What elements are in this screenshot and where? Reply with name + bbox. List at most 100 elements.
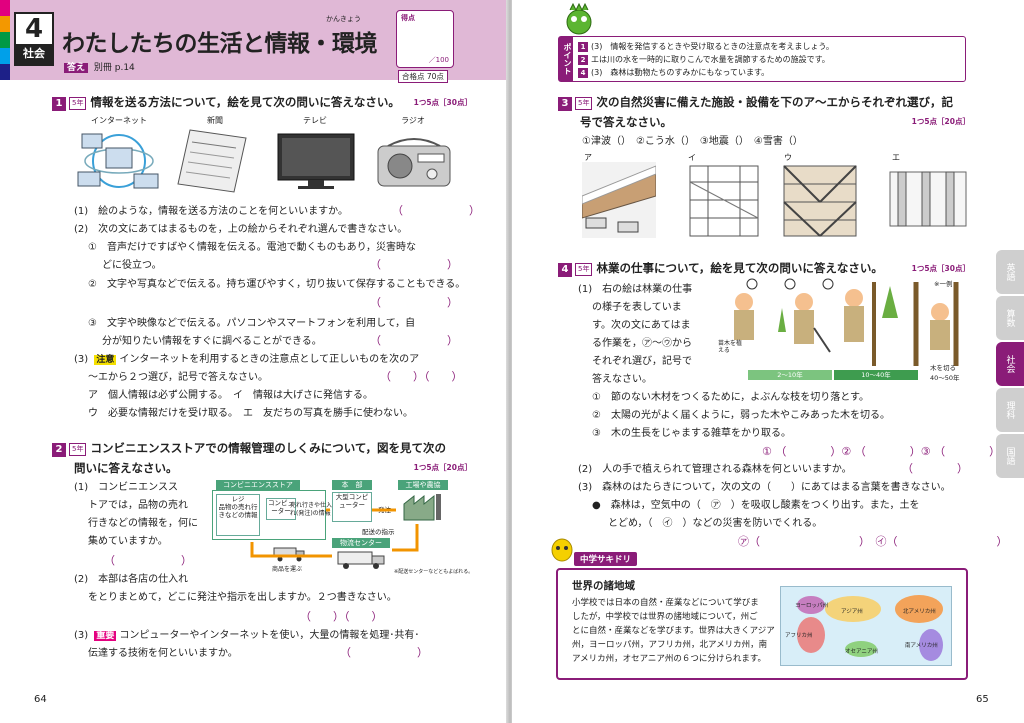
tab-science[interactable]: 理科 <box>996 388 1024 432</box>
point-item-1: 1(3) 情報を発信するときや受け取るときの注意点を考えましょう。 <box>578 40 834 53</box>
caption-internet: インターネット <box>91 116 147 125</box>
title-ruby: かんきょう <box>326 15 361 23</box>
q2-1-answer[interactable]: （ ） <box>104 554 192 567</box>
q1-line-7: 分が知りたい情報をすぐに調べることができる。 <box>102 336 322 347</box>
q4-number: 4 <box>558 263 572 277</box>
q4-line-11: (3) 森林のはたらきについて，次の文の（ ）にあてはまる言葉を書きなさい。 <box>578 482 951 493</box>
factory-icon <box>403 494 441 521</box>
factory-head: 工場や農協 <box>398 480 448 490</box>
q3-label-e: エ <box>892 153 900 162</box>
q2-title: コンビニエンスストアでの情報管理のしくみについて，図を見て次の <box>90 441 447 455</box>
answer-page: 別冊 p.14 <box>93 63 135 73</box>
q1-line-9: 〜エから２つ選び，記号で答えなさい。 <box>88 372 268 383</box>
q2-3-answer[interactable]: （ ） <box>340 646 428 659</box>
store-frame <box>212 490 326 540</box>
q2-3-text: コンピューターやインターネットを使い，大量の情報を処理･共有･ <box>119 630 420 641</box>
q1-2-3-answer[interactable]: （ ） <box>370 334 458 347</box>
tab-social[interactable]: 社会 <box>996 342 1024 386</box>
tab-japanese[interactable]: 国語 <box>996 434 1024 478</box>
point-num-2: 2 <box>578 55 588 65</box>
q1-grade: 5年 <box>69 97 87 110</box>
tab-math[interactable]: 算数 <box>996 296 1024 340</box>
flow-diagram: コンビニエンスストア レジ 品物の売れ行きなどの情報 コンピューター 売れ行きや… <box>212 480 473 580</box>
unit-badge: 4 社会 <box>14 12 54 66</box>
q2-grade: 5年 <box>69 443 87 456</box>
q1-number: 1 <box>52 97 66 111</box>
years-bar-1: 2〜10年 <box>748 370 832 380</box>
score-label: 得点 <box>401 14 415 22</box>
q4-3-answers[interactable]: ㋐（ ） ㋑（ ） <box>738 535 1008 548</box>
q2-line-6: をとりまとめて，どこに発注や指示を出しますか。２つ書きなさい。 <box>88 592 397 603</box>
q3-label-u: ウ <box>784 153 792 162</box>
center-note: ※配送センターなどともよばれる。 <box>394 569 474 575</box>
left-page: 4 社会 かんきょう わたしたちの生活と情報・環境 答え 別冊 p.14 得点 … <box>0 0 508 723</box>
q1-line-1: (1) 絵のような，情報を送る方法のことを何といいますか。 <box>74 206 348 217</box>
caption-radio: ラジオ <box>401 116 425 125</box>
example-note: ※一例 <box>934 280 953 288</box>
q4-line-7: ① 節のない木材をつくるために，よぶんな枝を切り落とす。 <box>592 392 869 403</box>
q1-3-answer[interactable]: （ ）（ ） <box>380 370 463 383</box>
q3-items: ①津波（） ②こう水（） ③地震（） ④雪害（） <box>582 134 803 150</box>
point-sub-1: (3) <box>591 42 603 51</box>
q2-line-4: 集めていますか。 <box>88 536 168 547</box>
column-text-line-4: 州，ヨーロッパ州，アフリカ州，北アメリカ州，南 <box>572 640 768 650</box>
q2-line-8: 伝達する技術を何といいますか。 <box>88 648 238 659</box>
q3-number: 3 <box>558 97 572 111</box>
caption-newspaper: 新聞 <box>207 116 223 125</box>
q4-title: 林業の仕事について，絵を見て次の問いに答えなさい。 <box>596 261 883 275</box>
score-total: ／100 <box>428 56 449 64</box>
world-map-shapes <box>797 595 943 661</box>
q2-points: 1つ5点［20点］ <box>413 463 472 472</box>
map-label-asia: アジア州 <box>841 609 863 615</box>
q1-2-1-answer[interactable]: （ ） <box>370 258 458 271</box>
q4-line-9: ③ 木の生長をじゃまする雑草をかり取る。 <box>592 428 791 439</box>
q1-line-4: どに役立つ。 <box>102 260 162 271</box>
newspaper-illustration <box>177 129 247 193</box>
q1-1-answer[interactable]: （ ） <box>392 204 480 217</box>
gutter <box>506 0 514 723</box>
q3-points: 1つ5点［20点］ <box>911 117 970 126</box>
sales-info-label: 売れ行きや仕入れ(発注)の情報 <box>290 502 333 517</box>
q1-3-text: インターネットを利用するときの注意点として正しいものを次のア <box>119 354 420 365</box>
q2-2-answer[interactable]: （ ）（ ） <box>300 610 383 623</box>
tv-illustration <box>277 133 355 189</box>
map-label-samerica: 南アメリカ州 <box>905 643 938 649</box>
q4-1-answers[interactable]: ① （ ）② （ ）③ （ ） <box>762 445 1001 458</box>
q1-2-2-answer[interactable]: （ ） <box>370 296 458 309</box>
register-sub: 品物の売れ行きなどの情報 <box>218 503 258 519</box>
q4-line-10: (2) 人の手で植えられて管理される森林を何といいますか。 <box>578 464 852 475</box>
column-text-line-1: 小学校では日本の自然・産業などについて学びま <box>572 598 759 608</box>
q2-3-label: (3) <box>74 630 89 641</box>
q3-grade: 5年 <box>575 97 593 110</box>
q4-points: 1つ5点［30点］ <box>911 264 970 273</box>
q1-line-6: ③ 文字や映像などで伝える。パソコンやスマートフォンを利用して，自 <box>88 318 416 329</box>
color-strip <box>0 0 10 80</box>
q1-line-8: (3) 注意インターネットを利用するときの注意点として正しいものを次のア <box>74 352 419 368</box>
flow-arrows <box>250 508 419 558</box>
map-label-oceania: オセアニア州 <box>845 649 878 655</box>
radio-illustration <box>377 138 451 187</box>
page-title: わたしたちの生活と情報・環境 <box>62 31 378 57</box>
column-mascot-icon <box>551 538 573 562</box>
q4-line-4: る作業を，㋐〜㋒から <box>592 338 692 349</box>
q1-points: 1つ5点［30点］ <box>413 98 472 107</box>
q4-2-answer[interactable]: （ ） <box>902 462 968 475</box>
honbu-head: 本 部 <box>332 480 372 490</box>
q3-item-earthquake: ） ③地震（ <box>684 136 739 147</box>
pass-line: 合格点 70点 <box>398 70 448 83</box>
right-page: ポイント 1(3) 情報を発信するときや受け取るときの注意点を考えましょう。 2… <box>512 0 1024 723</box>
tab-english[interactable]: 英語 <box>996 250 1024 294</box>
snow-shed-illustration <box>582 162 656 238</box>
q1-line-5: ② 文字や写真などで伝える。持ち運びやすく，切り抜いて保存することもできる。 <box>88 279 466 290</box>
q3-title-2: 号で答えなさい。 <box>580 115 672 129</box>
q4-line-1: (1) 右の絵は林業の仕事 <box>578 284 693 295</box>
reservoir-illustration <box>689 165 759 237</box>
point-num-1: 1 <box>578 42 588 52</box>
earthquake-building-illustration <box>783 165 857 237</box>
q1-choices-1: ア 個人情報は必ず公開する。 イ 情報は大げさに発信する。 <box>88 390 373 401</box>
point-sub-3: (3) <box>591 68 603 77</box>
q4-line-5: それぞれ選び，記号で <box>592 356 692 367</box>
unit-number: 4 <box>24 14 44 44</box>
